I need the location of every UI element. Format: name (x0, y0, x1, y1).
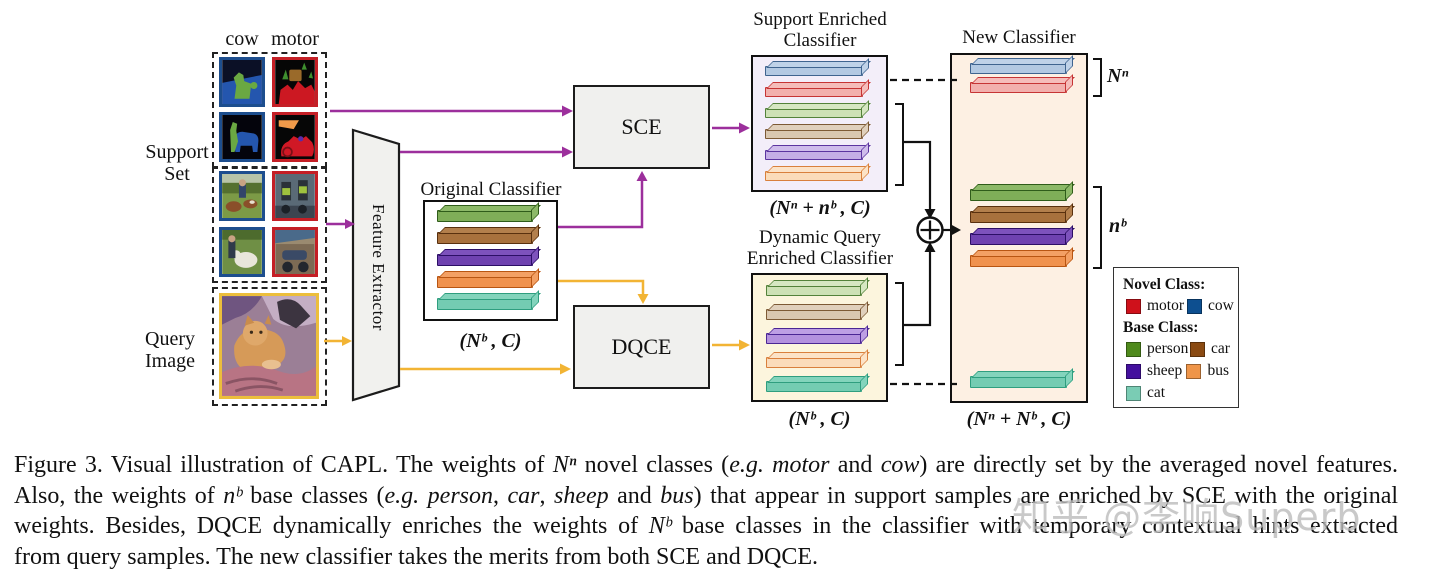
support-image-motor-mask-1 (272, 57, 318, 107)
dynamic-query-title: Dynamic Query Enriched Classifier (746, 227, 894, 269)
base-bracket-label: nᵇ (1109, 215, 1126, 237)
original-classifier-bars (437, 210, 533, 320)
legend-novel-title: Novel Class: (1123, 276, 1206, 293)
caption-line-1: Figure 3. Visual illustration of CAPL. T… (14, 452, 1399, 478)
person-color-swatch (1126, 341, 1141, 357)
support-column-label-motor: motor (271, 28, 319, 50)
legend-item-bus: bus (1183, 362, 1229, 380)
motor-color-swatch (1126, 298, 1141, 314)
support-image-cow-mask-2 (219, 112, 265, 162)
legend-item-motor: motor (1123, 297, 1184, 315)
sce-label: SCE (621, 114, 662, 139)
cat-color-swatch (1126, 385, 1141, 401)
dynamic-query-bars (766, 285, 862, 405)
new-classifier-query-bars (970, 376, 1067, 388)
query-image-label: Query Image (145, 328, 195, 372)
new-classifier-novel-bars (970, 63, 1067, 101)
legend-item-cow: cow (1184, 297, 1234, 315)
cow-color-swatch (1187, 298, 1203, 314)
support-enriched-title: Support Enriched Classifier (753, 9, 887, 51)
support-image-motor-mask-2 (272, 112, 318, 162)
feature-extractor: Feature Extractor (350, 127, 402, 403)
support-image-cow-mask-1 (219, 57, 265, 107)
figure-caption: Figure 3. Visual illustration of CAPL. T… (14, 450, 1398, 572)
support-column-label-cow: cow (225, 28, 259, 50)
caption-line-2: Also, the weights of nᵇ base classes (e.… (14, 482, 1399, 509)
novel-bracket-label: Nⁿ (1107, 65, 1129, 87)
dqce-label: DQCE (611, 334, 672, 359)
caption-line-4: from query samples. The new classifier t… (14, 543, 819, 570)
support-image-motor-photo-1 (272, 171, 318, 221)
car-color-swatch (1190, 341, 1205, 357)
dqce-module: DQCE (573, 305, 710, 389)
original-classifier-title: Original Classifier (420, 179, 562, 200)
sce-module: SCE (573, 85, 710, 169)
legend-item-person: person (1123, 340, 1188, 358)
original-classifier-dims: (Nᵇ , C) (459, 330, 522, 352)
legend-item-cat: cat (1123, 384, 1187, 402)
query-photo-cat (219, 293, 319, 399)
support-image-cow-photo-1 (219, 171, 265, 221)
zhihu-watermark: 知乎 @李响Superb (1012, 495, 1362, 539)
bus-color-swatch (1186, 363, 1202, 379)
support-enriched-dims: (Nⁿ + nᵇ , C) (769, 197, 871, 219)
support-image-motor-photo-2 (272, 227, 318, 277)
sheep-color-swatch (1126, 363, 1141, 379)
support-image-cow-photo-2 (219, 227, 265, 277)
legend-base-title: Base Class: (1123, 319, 1199, 336)
new-classifier-title: New Classifier (962, 27, 1076, 48)
legend-item-car: car (1187, 340, 1230, 358)
caption-line-3: weights. Besides, DQCE dynamically enric… (14, 513, 1398, 539)
support-enriched-bars (765, 66, 863, 192)
support-set-label: Support Set (145, 141, 209, 185)
new-classifier-dims: (Nⁿ + Nᵇ , C) (966, 408, 1072, 430)
query-group-box (212, 287, 327, 406)
feature-extractor-label: Feature Extractor (369, 203, 388, 331)
sum-oplus-icon (916, 216, 944, 244)
legend-item-sheep: sheep (1123, 362, 1183, 380)
new-classifier-base-bars (970, 189, 1067, 277)
dynamic-query-dims: (Nᵇ , C) (788, 408, 851, 430)
class-legend: Novel Class: motor cow Base Class: perso… (1113, 267, 1239, 408)
